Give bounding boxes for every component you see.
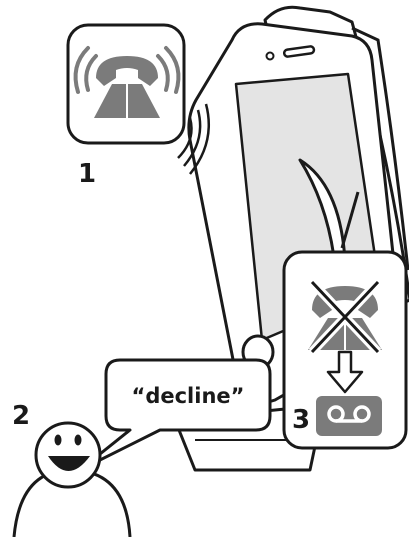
declined-phone-icon xyxy=(308,278,382,356)
speech-text: “decline” xyxy=(132,384,245,408)
step-number-1: 1 xyxy=(78,159,96,189)
ringing-call-card xyxy=(66,23,210,175)
down-arrow-icon xyxy=(326,350,364,394)
voicemail-icon xyxy=(316,396,382,436)
step-number-3: 3 xyxy=(292,405,310,435)
ringing-phone-icon xyxy=(73,46,181,118)
smiling-person-icon xyxy=(12,421,132,537)
step-number-2: 2 xyxy=(12,401,30,431)
decline-callout xyxy=(282,158,408,450)
speech-bubble: “decline” xyxy=(78,358,272,472)
